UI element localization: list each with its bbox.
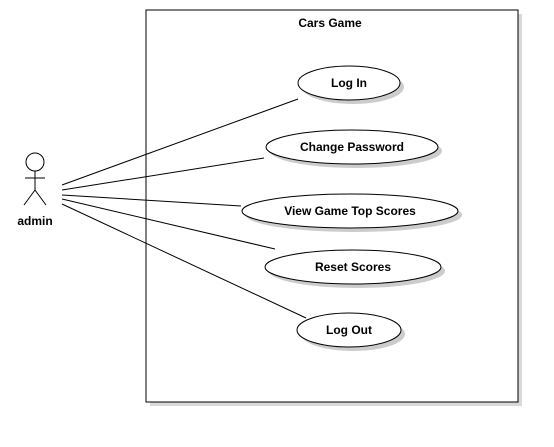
use-case-log-out[interactable]: Log Out [296,312,405,351]
use-case-login[interactable]: Log In [297,65,404,104]
use-case-label: Log In [331,76,367,90]
associations [61,98,307,319]
association-line-login[interactable] [61,98,299,186]
actor-name: admin [17,214,52,228]
actor-head [25,152,45,172]
use-case-ellipse [264,249,442,285]
use-case-view-game-top-scores[interactable]: View Game Top Scores [241,193,462,232]
use-case-reset-scores[interactable]: Reset Scores [264,249,445,288]
association-line-view-scores[interactable] [61,194,242,207]
use-case-label: Change Password [300,140,404,154]
actor-right-leg [34,189,47,206]
association-line-reset-scores[interactable] [61,198,276,250]
system-title: Cars Game [298,16,362,30]
actor-admin[interactable]: admin [17,152,53,228]
use-case-label: Reset Scores [315,260,391,274]
use-case-ellipse [296,312,402,348]
association-line-change-password[interactable] [61,157,265,191]
use-case-ellipse [241,193,459,229]
use-case-ellipse [265,129,439,165]
association-line-logout[interactable] [61,203,307,319]
use-case-label: View Game Top Scores [284,204,416,218]
use-case-ellipse [297,65,401,101]
use-case-change-password[interactable]: Change Password [265,129,442,168]
use-case-label: Log Out [326,323,372,337]
actor-left-leg [23,189,36,206]
